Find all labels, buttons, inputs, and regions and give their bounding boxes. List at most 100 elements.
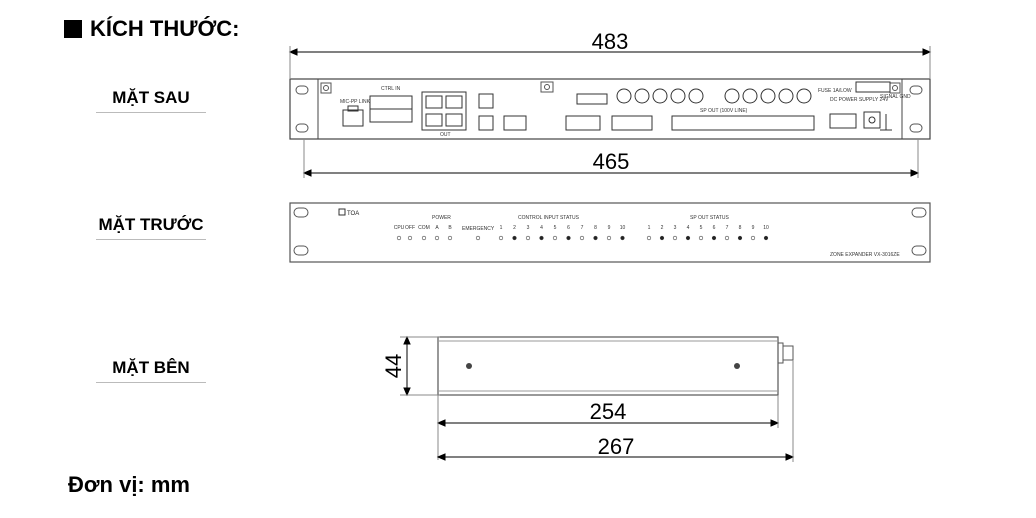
rack-slot-icon <box>295 123 309 133</box>
sp-out-number: 6 <box>713 225 716 231</box>
rear-view-text: MẶT SAU <box>112 88 190 107</box>
side-view-label: MẶT BÊN <box>86 358 216 383</box>
control-input-number: 4 <box>540 225 543 231</box>
sp-out-led <box>698 235 704 241</box>
sp-out-number: 2 <box>661 225 664 231</box>
page-title: KÍCH THƯỚC: <box>64 16 239 42</box>
sp-out-status-label: SP OUT STATUS <box>690 215 729 221</box>
power-label: POWER <box>432 215 451 221</box>
control-input-led <box>593 235 598 241</box>
dimension-483 <box>288 46 932 78</box>
control-input-number: 5 <box>554 225 557 231</box>
control-input-number: 3 <box>527 225 530 231</box>
sp-out-binding-posts <box>616 88 812 104</box>
indicator-led <box>396 235 402 241</box>
sp-out-led <box>724 235 730 241</box>
rear-panel: MIC-PP LINK CTRL IN OUT SP OUT (100V LIN… <box>289 78 931 140</box>
led-label-b: B <box>448 225 452 231</box>
screw-icon <box>466 363 472 369</box>
sp-out-led <box>672 235 678 241</box>
front-view-label: MẶT TRƯỚC <box>86 215 216 240</box>
sp-out-number: 4 <box>687 225 690 231</box>
front-panel: TOA POWER CONTROL INPUT STATUS SP OUT ST… <box>289 202 931 263</box>
rj45-port-icon <box>342 109 364 127</box>
indicator-led <box>421 235 427 241</box>
out-label: OUT <box>440 132 451 138</box>
sp-out-number: 5 <box>700 225 703 231</box>
rack-slot-icon <box>293 245 309 256</box>
control-input-led <box>512 235 517 241</box>
model-label: ZONE EXPANDER VX-3016ZE <box>830 252 900 258</box>
indicator-led <box>434 235 440 241</box>
sp-out-number: 9 <box>752 225 755 231</box>
control-input-number: 6 <box>567 225 570 231</box>
rack-slot-icon <box>909 123 923 133</box>
control-input-led <box>539 235 544 241</box>
title-text: KÍCH THƯỚC: <box>90 16 240 41</box>
control-input-number: 2 <box>513 225 516 231</box>
sp-out-number: 7 <box>726 225 729 231</box>
front-view-text: MẶT TRƯỚC <box>98 215 204 234</box>
out-ports <box>421 91 467 131</box>
toa-logo-icon <box>338 208 346 216</box>
dip-switch-icon <box>576 93 608 105</box>
sp-out-led <box>659 235 665 241</box>
control-input-number: 8 <box>594 225 597 231</box>
control-input-number: 1 <box>500 225 503 231</box>
sp-out-led <box>685 235 691 241</box>
dimension-465 <box>302 139 920 178</box>
rack-slot-icon <box>909 85 923 95</box>
fuse-label: FUSE 1A/LOW <box>818 88 852 94</box>
control-input-led <box>525 235 531 241</box>
indicator-led <box>447 235 453 241</box>
sp-out-led <box>763 235 769 241</box>
sp-out-number: 10 <box>763 225 769 231</box>
control-input-number: 7 <box>581 225 584 231</box>
unit-label: Đơn vị: mm <box>68 472 190 497</box>
rack-slot-icon <box>911 245 927 256</box>
sp-out-led <box>646 235 652 241</box>
power-supply-label: DC POWER SUPPLY 24V <box>830 97 889 103</box>
side-view <box>437 336 794 396</box>
dimension-267 <box>436 360 795 462</box>
control-input-number: 9 <box>608 225 611 231</box>
sp-out-label: SP OUT (100V LINE) <box>700 108 748 114</box>
emergency-label: EMERGENCY <box>462 226 495 232</box>
dimension-44 <box>400 335 440 397</box>
ctrl-in-label: CTRL IN <box>381 86 401 92</box>
control-input-number: 10 <box>620 225 626 231</box>
rear-view-underline <box>96 112 206 113</box>
rack-slot-icon <box>293 207 309 218</box>
side-view-text: MẶT BÊN <box>112 358 190 377</box>
sp-out-number: 3 <box>674 225 677 231</box>
rack-slot-icon <box>911 207 927 218</box>
sp-out-led <box>737 235 743 241</box>
led-label-off: OFF <box>405 225 415 231</box>
control-input-led <box>498 235 504 241</box>
emergency-led <box>475 235 481 241</box>
sp-out-terminal-icon <box>671 115 815 131</box>
side-view-underline <box>96 382 206 383</box>
led-label-com: COM <box>418 225 430 231</box>
control-input-led <box>606 235 612 241</box>
control-input-label: CONTROL INPUT STATUS <box>518 215 580 221</box>
square-bullet-icon <box>64 20 82 38</box>
led-label-cpu: CPU <box>394 225 405 231</box>
control-input-led <box>552 235 558 241</box>
dimension-44-text: 44 <box>381 354 406 378</box>
control-input-led <box>579 235 585 241</box>
dimension-465-text: 465 <box>593 149 630 174</box>
sp-out-led <box>750 235 756 241</box>
brand-label: TOA <box>347 211 359 217</box>
dimension-254-text: 254 <box>590 399 627 424</box>
dimension-254 <box>436 395 780 460</box>
dimension-483-text: 483 <box>592 29 629 54</box>
rear-connector-icon <box>782 345 794 361</box>
control-input-led <box>566 235 571 241</box>
control-input-led <box>620 235 625 241</box>
led-label-a: A <box>435 225 439 231</box>
sp-out-led <box>711 235 717 241</box>
mic-port-label: MIC-PP LINK <box>340 99 371 105</box>
